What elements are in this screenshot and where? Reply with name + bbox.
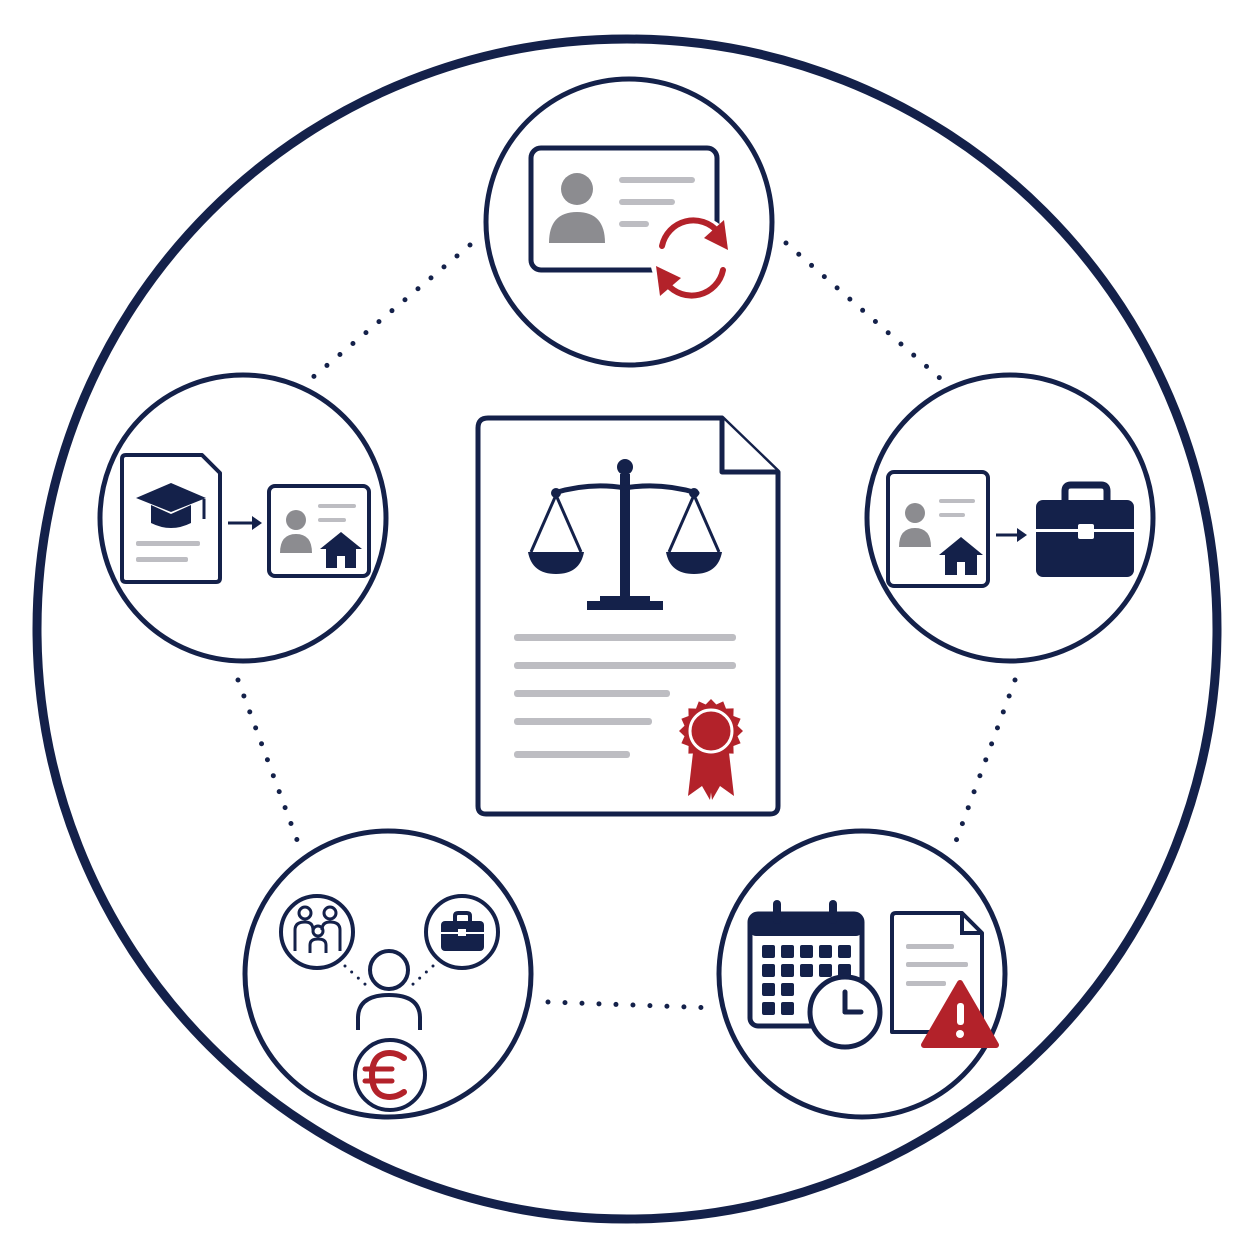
id-card-renewal bbox=[483, 76, 775, 368]
id-card-home-icon bbox=[267, 484, 371, 578]
calendar-day-cell bbox=[838, 945, 851, 958]
seal-ribbon-icon bbox=[679, 699, 743, 800]
connector-right-bottom bbox=[949, 677, 1018, 855]
dotted-connectors bbox=[235, 240, 1018, 1011]
document-text-lines bbox=[514, 634, 736, 758]
connector-bottom bbox=[545, 999, 719, 1011]
legal-document bbox=[475, 415, 781, 817]
connector-left-bottom bbox=[235, 677, 303, 851]
calendar-day-cell bbox=[819, 964, 832, 977]
outer-ring bbox=[32, 34, 1222, 1224]
study-to-residence bbox=[97, 372, 389, 664]
family-work-income bbox=[242, 828, 534, 1120]
calendar-day-cell bbox=[800, 945, 813, 958]
calendar-day-cell bbox=[781, 983, 794, 996]
euro-icon bbox=[353, 1038, 427, 1112]
calendar-day-cell bbox=[762, 1002, 775, 1015]
calendar-day-cell bbox=[838, 964, 851, 977]
warning-icon bbox=[921, 980, 999, 1048]
arrow-right-icon bbox=[228, 516, 262, 530]
person-icon bbox=[356, 949, 422, 1030]
calendar-day-cell bbox=[762, 983, 775, 996]
deadline-warning bbox=[716, 828, 1008, 1120]
diploma-document-icon bbox=[120, 453, 222, 584]
calendar-day-cell bbox=[781, 1002, 794, 1015]
calendar-day-cell bbox=[762, 964, 775, 977]
refresh-icon bbox=[650, 215, 736, 301]
calendar-day-cell bbox=[781, 964, 794, 977]
calendar-day-cell bbox=[781, 945, 794, 958]
connector-top-right bbox=[783, 240, 945, 383]
calendar-day-cell bbox=[819, 945, 832, 958]
scales-of-justice-icon bbox=[528, 459, 722, 610]
residence-to-work bbox=[864, 372, 1156, 664]
connector-top-left bbox=[309, 242, 473, 381]
clock-icon bbox=[807, 974, 883, 1050]
briefcase-icon bbox=[1036, 481, 1134, 577]
id-card-home-icon bbox=[886, 470, 990, 588]
calendar-day-cell bbox=[762, 945, 775, 958]
arrow-right-icon bbox=[996, 528, 1027, 542]
briefcase-icon bbox=[424, 894, 500, 970]
family-icon bbox=[279, 894, 355, 970]
calendar-day-cell bbox=[800, 964, 813, 977]
